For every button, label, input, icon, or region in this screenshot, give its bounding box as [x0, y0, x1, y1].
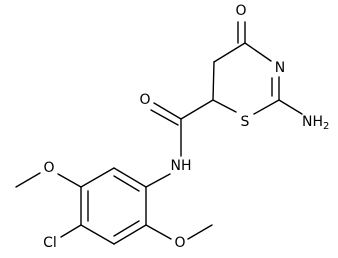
bond-methoxy-top-o-to-ch3 — [15, 172, 41, 188]
amino-nh: NH — [302, 114, 323, 130]
bond-n-to-aryl — [145, 173, 171, 188]
atom-labels: O N NH2 S O NH O O Cl — [43, 3, 329, 251]
amino-h-count: 2 — [323, 121, 329, 132]
bond-ar-inner-3 — [113, 220, 140, 237]
bond-ar-c4-c5 — [80, 224, 115, 245]
amide-nh-label: NH — [171, 158, 192, 174]
bond-sulfur-to-c2 — [253, 99, 280, 115]
methoxy-bottom-oxygen-label: O — [174, 235, 185, 251]
ring-nitrogen-label: N — [275, 60, 285, 76]
bond-ar-c1-c2 — [113, 167, 147, 188]
bond-amide-co-double-b — [150, 109, 179, 126]
amino-label: NH2 — [302, 114, 329, 132]
bond-ar-c2-c3 — [80, 167, 115, 188]
bond-ar-to-chlorine — [60, 224, 82, 238]
amide-oxygen-label: O — [139, 92, 150, 108]
thiazine-ring-bonds — [212, 21, 303, 115]
chlorine-label: Cl — [43, 235, 57, 251]
benzene-ring-bonds — [80, 167, 147, 245]
bond-carbonyl-c-to-ch2 — [213, 42, 246, 63]
bond-ch-to-sulfur — [212, 99, 237, 113]
bond-ar-inner-1 — [113, 175, 140, 192]
bond-c2-to-amino — [278, 99, 303, 115]
bond-ch-to-amide-c — [180, 99, 214, 120]
bond-methoxy-bottom-o-to-ch3 — [187, 224, 213, 240]
bond-ring-n-to-carbonyl-c — [244, 42, 272, 62]
bond-ar-c5-c6 — [113, 224, 147, 245]
bond-amide-co-double-a — [153, 102, 182, 120]
ring-sulfur-label: S — [241, 114, 250, 130]
bond-ar-to-methoxy-bottom-o — [145, 224, 172, 240]
amide-bonds — [145, 99, 214, 188]
methoxy-top-oxygen-label: O — [43, 160, 54, 176]
bond-ar-to-methoxy-top-o — [57, 173, 82, 188]
substituent-bonds — [15, 172, 213, 240]
bond-ch2-to-ch — [212, 61, 215, 101]
ketone-oxygen-label: O — [235, 3, 246, 19]
